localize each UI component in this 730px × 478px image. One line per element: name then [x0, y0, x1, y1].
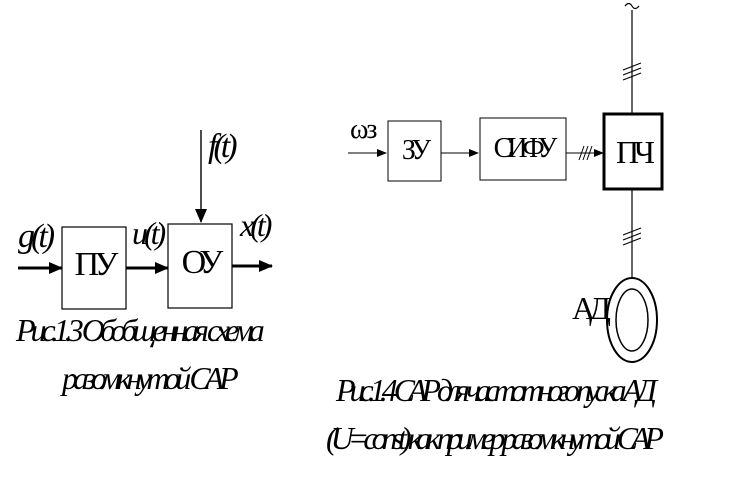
block-pch — [602, 112, 664, 191]
block-ou — [167, 223, 233, 309]
caption-fig14-line1: Рис.1.4 САР для частотного пуска АД — [336, 372, 657, 408]
motor-inner-icon — [615, 288, 649, 352]
supply-line-ticks — [622, 62, 642, 81]
caption-fig13-line1: Рис.1.3 Обобщенная схема — [16, 312, 265, 348]
block-cifu-label: СИФУ — [493, 133, 558, 164]
label-disturbance-f: f(t) — [208, 128, 237, 165]
supply-symbol-icon — [624, 2, 640, 10]
motor-line-ticks — [622, 227, 642, 246]
label-input-g: g(t) — [18, 218, 55, 255]
caption-fig14-line2: (U=const) как пример разомкнутой САР — [326, 420, 664, 456]
label-control-u: u(t) — [132, 215, 166, 251]
block-pu-label: ПУ — [74, 246, 119, 283]
block-pch-label: ПЧ — [616, 134, 655, 170]
caption-fig13-line2: разомкнутой САР — [62, 360, 239, 396]
block-zu-label: ЗУ — [401, 135, 431, 166]
multiline-ticks-cifu-pch — [578, 145, 593, 161]
label-output-x: x(t) — [240, 207, 272, 243]
block-zu — [387, 120, 442, 182]
label-input-omega: ωз — [350, 114, 377, 145]
block-cifu — [479, 117, 567, 181]
label-motor-ad: АД — [572, 290, 611, 326]
block-ou-label: ОУ — [181, 244, 224, 281]
